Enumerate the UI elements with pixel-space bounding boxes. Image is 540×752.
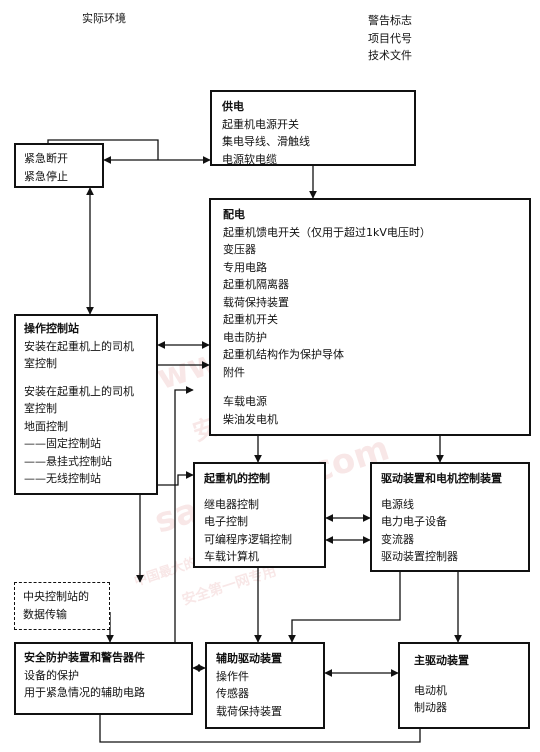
drive-control-box: 驱动装置和电机控制装置 电源线 电力电子设备 变流器 驱动装置控制器 [370,462,530,572]
environment-label: 实际环境 [82,12,126,25]
operator-station-box: 操作控制站 安装在起重机上的司机 室控制 安装在起重机上的司机 室控制 地面控制… [14,314,158,495]
warning-label: 警告标志 项目代号 技术文件 [368,14,412,62]
supply-box: 供电 起重机电源开关 集电导线、滑触线 电源软电缆 [210,90,416,166]
central-station-box: 中央控制站的 数据传输 [14,582,110,630]
crane-control-box: 起重机的控制 继电器控制 电子控制 可编程序逻辑控制 车载计算机 [193,462,326,568]
main-drive-box: 主驱动装置 电动机 制动器 [398,642,530,729]
emergency-box: 紧急断开 紧急停止 [14,143,104,188]
distribution-box: 配电 起重机馈电开关（仅用于超过1kV电压时） 变压器 专用电路 起重机隔离器 … [209,198,531,436]
aux-drive-box: 辅助驱动装置 操作件 传感器 载荷保持装置 [205,642,325,729]
safety-box: 安全防护装置和警告器件 设备的保护 用于紧急情况的辅助电路 [14,642,193,715]
